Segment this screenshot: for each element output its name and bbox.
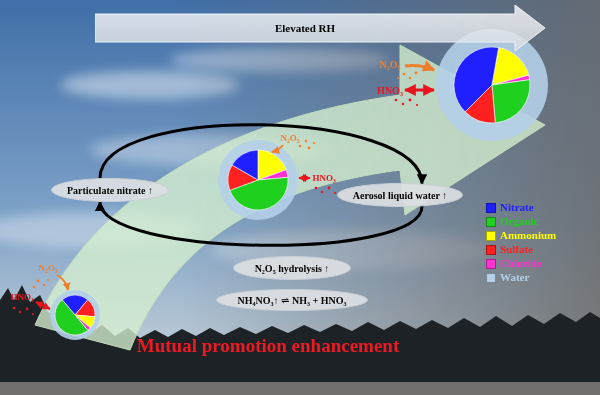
node-text: NH₄NO₃↑ ⇌ NH₃ + HNO₃ bbox=[238, 295, 347, 306]
green-progress-arrow bbox=[35, 45, 545, 350]
legend-text: Chloride bbox=[500, 257, 542, 269]
uptake-arrows bbox=[57, 66, 434, 291]
legend-text: Nitrate bbox=[500, 201, 534, 213]
species-label: N₂O₅ bbox=[39, 263, 58, 273]
highlight-note: Mutual promotion enhancement bbox=[137, 335, 399, 357]
process-ellipse: N₂O₅ hydrolysis ↑ bbox=[233, 256, 351, 280]
legend-swatch bbox=[486, 259, 496, 269]
pie-charts bbox=[50, 29, 548, 340]
legend-row: Water bbox=[486, 270, 556, 284]
species-label: N₂O₅ bbox=[281, 133, 300, 143]
legend-swatch bbox=[486, 273, 496, 283]
species-label: HNO₃ bbox=[312, 173, 335, 183]
ellipse-fill bbox=[234, 257, 351, 280]
tree-line bbox=[0, 285, 600, 395]
pie-slice bbox=[232, 150, 258, 180]
text-holder: Particulate nitrate ↑ bbox=[51, 178, 169, 202]
water-shell bbox=[218, 140, 298, 220]
legend-row: Sulfate bbox=[486, 242, 556, 256]
legend-swatch bbox=[486, 245, 496, 255]
cycle-arrow bbox=[100, 202, 422, 246]
species-label: HNO₃ bbox=[10, 292, 33, 302]
legend-swatch bbox=[486, 231, 496, 241]
species-label: HNO₃ bbox=[377, 85, 403, 96]
cycle-arrow bbox=[100, 125, 422, 184]
water-shell bbox=[436, 29, 548, 141]
node-text: Aerosol liquid water ↑ bbox=[353, 190, 447, 201]
ellipse-fill bbox=[338, 184, 463, 207]
legend-row: Ammonium bbox=[486, 228, 556, 242]
legend-swatch bbox=[486, 203, 496, 213]
node-text: Particulate nitrate ↑ bbox=[67, 185, 153, 196]
rh-arrow-band: Elevated RH bbox=[95, 5, 545, 51]
legend-text: Water bbox=[500, 271, 529, 283]
legend-text: Ammonium bbox=[500, 229, 556, 241]
text-holder: Aerosol liquid water ↑ bbox=[337, 183, 463, 207]
species-label: N₂O₅ bbox=[380, 59, 401, 70]
legend-text: Organic bbox=[500, 215, 539, 227]
legend: NitrateOrganicAmmoniumSulfateChlorideWat… bbox=[486, 200, 556, 284]
legend-row: Organic bbox=[486, 214, 556, 228]
legend-row: Chloride bbox=[486, 256, 556, 270]
pie-slice bbox=[55, 300, 88, 335]
node-text: N₂O₅ hydrolysis ↑ bbox=[255, 263, 330, 274]
water-shell bbox=[50, 290, 100, 340]
hno3-particles bbox=[13, 99, 418, 316]
pie-slice bbox=[454, 47, 499, 112]
legend-row: Nitrate bbox=[486, 200, 556, 214]
arrow-body bbox=[95, 5, 545, 51]
node-text: Elevated RH bbox=[275, 22, 335, 34]
equilibrium-ellipse: NH₄NO₃↑ ⇌ NH₃ + HNO₃ bbox=[216, 289, 368, 311]
process-ellipse: Particulate nitrate ↑ bbox=[51, 178, 169, 202]
pie-slice bbox=[492, 80, 530, 123]
text-holder: NH₄NO₃↑ ⇌ NH₃ + HNO₃ bbox=[216, 289, 368, 311]
legend-swatch bbox=[486, 217, 496, 227]
process-ellipse: Aerosol liquid water ↑ bbox=[337, 183, 463, 207]
text-holder: N₂O₅ hydrolysis ↑ bbox=[233, 256, 351, 280]
ellipse-fill bbox=[52, 179, 169, 202]
text-holder: Elevated RH bbox=[95, 14, 515, 42]
n2o5-particles bbox=[33, 72, 418, 289]
legend-text: Sulfate bbox=[500, 243, 533, 255]
ground bbox=[0, 382, 600, 395]
pie-slice bbox=[75, 300, 95, 317]
ellipse-fill bbox=[217, 290, 368, 311]
